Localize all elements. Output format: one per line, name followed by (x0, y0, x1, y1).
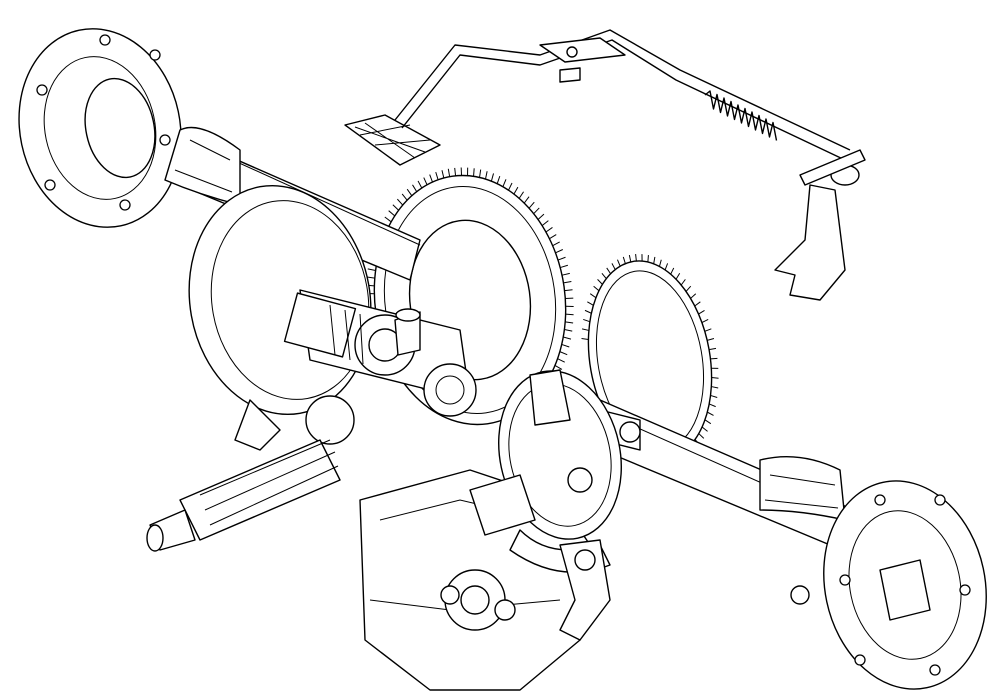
gear-tooth (704, 419, 712, 425)
return-spring (704, 90, 778, 141)
brake-pedal (344, 114, 441, 166)
gear-tooth (709, 347, 717, 351)
gear-tooth (710, 394, 718, 398)
gear-tooth (701, 426, 708, 432)
gear-tooth (554, 364, 563, 370)
gear-tooth (675, 273, 681, 280)
gear-tooth (549, 234, 557, 240)
gear-tooth (557, 256, 566, 261)
gear-tooth (597, 279, 603, 285)
gear-tooth (563, 281, 572, 284)
gear-tooth (367, 268, 376, 271)
gear-tooth (704, 328, 712, 332)
gear-tooth (417, 180, 423, 189)
gear-tooth (670, 267, 675, 275)
gear-tooth (635, 254, 637, 262)
gear-tooth (366, 276, 375, 279)
gear-tooth (628, 254, 632, 262)
gear-tooth (537, 213, 545, 220)
gear-tooth (560, 264, 568, 269)
gear-tooth (690, 293, 697, 299)
gear-tooth (698, 309, 705, 315)
gear-tooth (502, 179, 507, 187)
gear-tooth (565, 321, 574, 324)
gear-tooth (513, 186, 519, 195)
gear-tooth (707, 411, 714, 416)
brake-linkage-rod (394, 29, 851, 161)
gear-tooth (584, 309, 592, 314)
gear-tooth (423, 177, 428, 186)
brake-lever (559, 539, 611, 641)
gear-tooth (583, 318, 591, 323)
left-axle-flange (18, 28, 182, 228)
differential-assembly (283, 289, 477, 445)
gear-tooth (653, 256, 656, 264)
gear-tooth (485, 171, 488, 180)
gear-tooth (435, 172, 439, 180)
gear-tooth (396, 198, 404, 206)
gear-tooth (508, 182, 513, 191)
gear-tooth (412, 184, 418, 192)
gear-tooth (565, 313, 574, 316)
right-brake-assembly (469, 369, 622, 573)
gear-tooth (680, 279, 686, 286)
gear-tooth (589, 293, 597, 299)
gear-tooth (406, 188, 413, 196)
gear-tooth (454, 167, 457, 176)
gear-tooth (557, 358, 565, 363)
gear-tooth (606, 267, 612, 275)
gear-tooth (533, 207, 540, 215)
gear-tooth (698, 433, 705, 439)
gear-tooth (545, 227, 553, 233)
gear-tooth (523, 196, 530, 204)
gear-tooth (611, 263, 616, 270)
gear-tooth (473, 168, 475, 177)
gear-tooth (479, 169, 482, 178)
gear-tooth (561, 343, 570, 348)
gear-tooth (581, 328, 589, 331)
gear-tooth (528, 201, 535, 209)
gear-tooth (388, 210, 396, 217)
gear-tooth (496, 175, 501, 184)
gear-tooth (647, 255, 649, 263)
gear-tooth (622, 256, 626, 264)
gear-tooth (685, 285, 692, 292)
gear-tooth (564, 329, 573, 332)
gear-tooth (555, 249, 563, 254)
gear-tooth (587, 301, 594, 306)
gear-tooth (581, 338, 589, 340)
gear-tooth (384, 216, 392, 223)
gear-tooth (593, 285, 600, 292)
gear-tooth (561, 272, 570, 276)
gear-tooth (694, 301, 701, 307)
gear-tooth (552, 241, 560, 247)
gear-tooth (429, 174, 433, 183)
gear-tooth (564, 289, 573, 292)
gear-tooth (701, 318, 709, 323)
input-splined-shaft (146, 439, 341, 552)
gear-tooth (541, 220, 549, 226)
gear-tooth (401, 193, 408, 201)
gear-tooth (518, 191, 524, 199)
gear-tooth (447, 168, 451, 177)
shift-fork (774, 149, 866, 301)
gear-tooth (658, 259, 662, 267)
gear-tooth (709, 403, 716, 408)
right-axle-flange (823, 480, 987, 690)
gear-tooth (441, 170, 445, 179)
gear-tooth (559, 351, 568, 356)
gear-tooth (707, 338, 715, 341)
gear-tooth (711, 386, 719, 389)
gear-tooth (601, 272, 607, 280)
gear-tooth (617, 259, 621, 267)
gear-tooth (710, 357, 718, 360)
gear-tooth (490, 173, 495, 182)
gear-tooth (392, 204, 399, 211)
gear-tooth (711, 376, 719, 379)
gear-tooth (563, 336, 572, 340)
gear-tooth (664, 263, 669, 271)
